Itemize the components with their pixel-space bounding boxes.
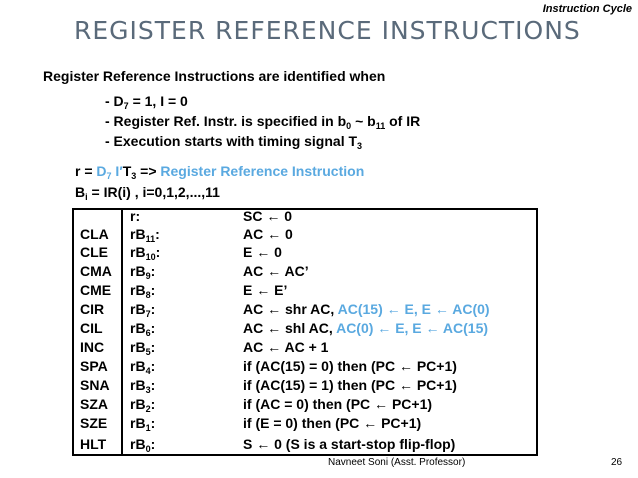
instr-cond: rB0: xyxy=(130,436,156,454)
instr-name: CME xyxy=(80,282,112,298)
bullet-2-mid: ~ b xyxy=(351,113,376,129)
instr-op: SC ← 0 xyxy=(243,208,293,224)
intro-heading: Register Reference Instructions are iden… xyxy=(43,68,386,84)
bullet-2: - Register Ref. Instr. is specified in b… xyxy=(105,113,421,131)
instr-cond: rB9: xyxy=(130,263,156,281)
instr-name: SZE xyxy=(80,415,108,431)
instr-name: SNA xyxy=(80,377,110,393)
instr-cond: rB5: xyxy=(130,339,156,357)
r-prefix: r = xyxy=(75,163,97,179)
instr-op: AC ← AC’ xyxy=(243,263,309,279)
instr-op: E ← E’ xyxy=(243,282,288,298)
b-suffix: = IR(i) , i=0,1,2,...,11 xyxy=(87,184,220,200)
b-definition: Bi = IR(i) , i=0,1,2,...,11 xyxy=(75,184,220,202)
instr-op: AC ← AC + 1 xyxy=(243,339,329,355)
instr-name: CLE xyxy=(80,244,108,260)
bullet-2-prefix: - Register Ref. Instr. is specified in b xyxy=(105,113,347,129)
instr-cond: rB11: xyxy=(130,226,160,244)
bullet-2-sub1: 0 xyxy=(346,121,352,131)
instr-name: CIL xyxy=(80,320,103,336)
bullet-3-prefix: - Execution starts with timing signal T xyxy=(105,133,358,149)
r-i: I′ xyxy=(111,163,123,179)
bullet-3-sub: 3 xyxy=(357,141,363,151)
instr-cond: rB2: xyxy=(130,396,156,414)
bullet-1: - D7 = 1, I = 0 xyxy=(105,93,188,111)
slide-title: REGISTER REFERENCE INSTRUCTIONS xyxy=(74,16,581,45)
bullet-3: - Execution starts with timing signal T3 xyxy=(105,133,363,151)
instr-name: INC xyxy=(80,339,105,355)
instr-cond: rB1: xyxy=(130,415,156,433)
instr-cond: rB8: xyxy=(130,282,156,300)
instr-op: E ← 0 xyxy=(243,244,282,260)
instr-op: AC ← shl AC, AC(0) ← E, E ← AC(15) xyxy=(243,320,489,336)
footer-author: Navneet Soni (Asst. Professor) xyxy=(328,457,466,468)
r-definition: r = D7 I′T3 => Register Reference Instru… xyxy=(75,163,365,181)
bullet-1-prefix: - D xyxy=(105,93,124,109)
instr-name: SZA xyxy=(80,396,108,412)
instr-op: S ← 0 (S is a start-stop flip-flop) xyxy=(243,436,456,452)
r-t-sub: 3 xyxy=(131,171,137,181)
instr-cond: rB3: xyxy=(130,377,156,395)
r-d-sub: 7 xyxy=(106,171,112,181)
bullet-2-sub2: 11 xyxy=(375,121,386,131)
instr-cond: rB7: xyxy=(130,301,156,319)
instr-cond: rB4: xyxy=(130,358,156,376)
bullet-2-suffix: of IR xyxy=(385,113,421,129)
instr-op-blue: AC(15) ← E, E ← AC(0) xyxy=(337,301,490,317)
r-d: D xyxy=(96,163,107,179)
table-divider xyxy=(121,208,123,456)
instr-name: CMA xyxy=(80,263,112,279)
instr-op: if (E = 0) then (PC ← PC+1) xyxy=(243,415,422,431)
instr-op: AC ← shr AC, AC(15) ← E, E ← AC(0) xyxy=(243,301,490,317)
page-number: 26 xyxy=(611,457,623,468)
instr-op: if (AC(15) = 0) then (PC ← PC+1) xyxy=(243,358,457,374)
section-tag: Instruction Cycle xyxy=(542,3,632,15)
instr-op: if (AC(15) = 1) then (PC ← PC+1) xyxy=(243,377,457,393)
r-t: T xyxy=(122,163,132,179)
bullet-1-sub: 7 xyxy=(123,101,129,111)
bullet-1-suffix: = 1, I = 0 xyxy=(128,93,188,109)
instr-name: CLA xyxy=(80,226,109,242)
instr-name: HLT xyxy=(80,436,107,452)
b-sub: i xyxy=(85,192,88,202)
instr-cond: r: xyxy=(130,208,141,224)
instr-cond: rB10: xyxy=(130,244,161,262)
instr-op: if (AC = 0) then (PC ← PC+1) xyxy=(243,396,433,412)
b-prefix: B xyxy=(75,184,86,200)
instr-cond: rB6: xyxy=(130,320,156,338)
instr-name: CIR xyxy=(80,301,105,317)
instr-name: SPA xyxy=(80,358,108,374)
instr-op: AC ← 0 xyxy=(243,226,293,242)
instruction-table xyxy=(72,208,538,456)
r-label: Register Reference Instruction xyxy=(160,163,365,179)
instr-op-blue: AC(0) ← E, E ← AC(15) xyxy=(336,320,489,336)
r-arrow: => xyxy=(136,163,161,179)
